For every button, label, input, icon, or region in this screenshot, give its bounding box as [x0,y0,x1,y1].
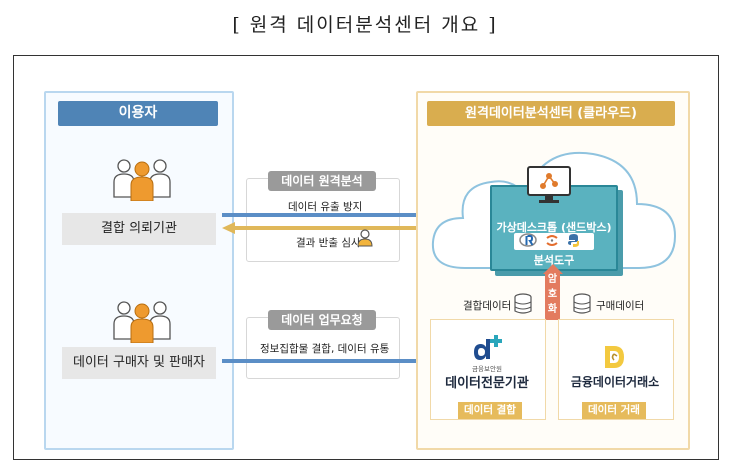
virtual-desktop-label: 가상데스크톱 (샌드박스) [496,221,612,234]
org2-name: 금융데이터거래소 [570,375,660,389]
business-request-label: 데이터 업무요청 [268,310,376,330]
fsi-logo-icon [474,335,502,360]
upload-arrow-icon [543,264,563,274]
combined-data-label: 결합데이터 [463,300,512,312]
user-box-buyer-seller: 데이터 구매자 및 판매자 [62,347,216,379]
org1-name: 데이터전문기관 [445,376,529,391]
org1-small-name: 금융보안원 [472,365,502,373]
r-logo-icon [519,233,537,247]
monitor-icon [527,166,571,203]
leak-prevention-text: 데이터 유출 방지 [288,201,363,213]
page-title: [ 원격 데이터분석센터 개요 ] [232,14,498,36]
encrypt-label: 암호화 [545,272,560,320]
export-review-text: 결과 반출 심사 [296,237,361,249]
center-panel-header: 원격데이터분석센터 (클라우드) [427,101,675,126]
people-group-icon [113,301,171,343]
arrow-request [222,355,429,367]
people-group-icon [113,159,171,201]
user-box-requester: 결합 의뢰기관 [62,213,216,245]
org1-tag: 데이터 결합 [458,402,522,419]
python-logo-icon [568,234,579,247]
diagram-frame [13,55,719,460]
database-icon [514,293,532,314]
database-icon [573,293,591,314]
exchange-logo-icon [605,346,624,368]
user-panel [44,91,234,450]
analysis-tool-label: 분석도구 [533,254,575,267]
business-request-text: 정보집합물 결합, 데이터 유통 [260,343,390,355]
person-check-icon [357,229,373,247]
org2-tag: 데이터 거래 [582,402,646,419]
jupyter-logo-icon [546,235,558,246]
virtual-desktop: 가상데스크톱 (샌드박스) 분석도구 [490,185,618,271]
remote-analysis-label: 데이터 원격분석 [268,171,376,191]
purchased-data-label: 구매데이터 [596,300,645,312]
user-panel-header: 이용자 [58,101,218,126]
